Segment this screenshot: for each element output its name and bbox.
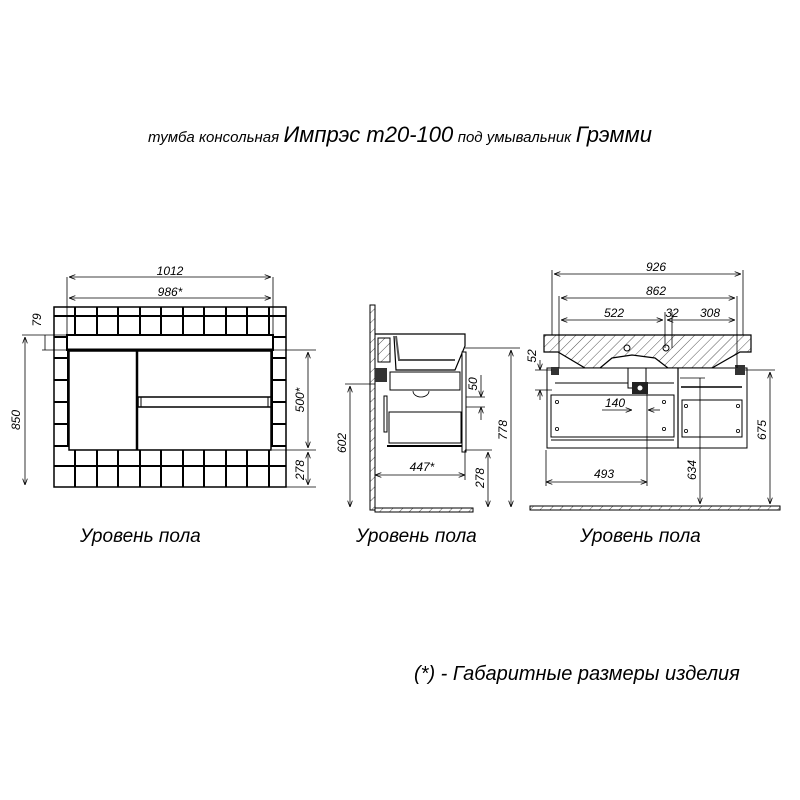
dim-493: 493 <box>594 467 614 481</box>
dim-32: 32 <box>665 306 679 320</box>
title-middle: под умывальник <box>457 129 572 146</box>
dim-278-side: 278 <box>473 468 487 489</box>
floor-level-label-back: Уровень пола <box>580 526 701 547</box>
dim-140: 140 <box>605 396 625 410</box>
dimensions-footnote: (*) - Габаритные размеры изделия <box>414 663 740 685</box>
dim-50: 50 <box>466 377 480 391</box>
front-view: 1012 986* 79 850 500* 278 <box>9 264 316 488</box>
dim-447: 447* <box>410 460 435 474</box>
title-sink: Грэмми <box>575 122 652 147</box>
dim-278-front: 278 <box>293 460 307 481</box>
dim-850: 850 <box>9 410 23 430</box>
dim-986: 986* <box>158 285 183 299</box>
back-view: 926 862 522 32 308 52 140 493 634 675 <box>525 260 781 511</box>
floor-level-label-front: Уровень пола <box>80 526 201 547</box>
dim-1012: 1012 <box>157 264 184 278</box>
dim-862: 862 <box>646 284 666 298</box>
dim-522: 522 <box>604 306 624 320</box>
title-model: Импрэс т20-100 <box>283 122 454 147</box>
dim-52: 52 <box>525 349 539 363</box>
floor-level-label-side: Уровень пола <box>356 526 477 547</box>
title-prefix: тумба консольная <box>148 129 280 146</box>
drawing-title: тумба консольная Импрэс т20-100 под умыв… <box>0 122 800 148</box>
dim-926: 926 <box>646 260 666 274</box>
dim-500: 500* <box>293 387 307 412</box>
side-view: 602 50 778 447* 278 <box>335 304 520 513</box>
dim-634: 634 <box>685 460 699 480</box>
dim-602: 602 <box>335 433 349 453</box>
dim-675: 675 <box>755 420 769 440</box>
dim-778: 778 <box>496 420 510 440</box>
dim-308: 308 <box>700 306 720 320</box>
dim-79: 79 <box>30 313 44 327</box>
